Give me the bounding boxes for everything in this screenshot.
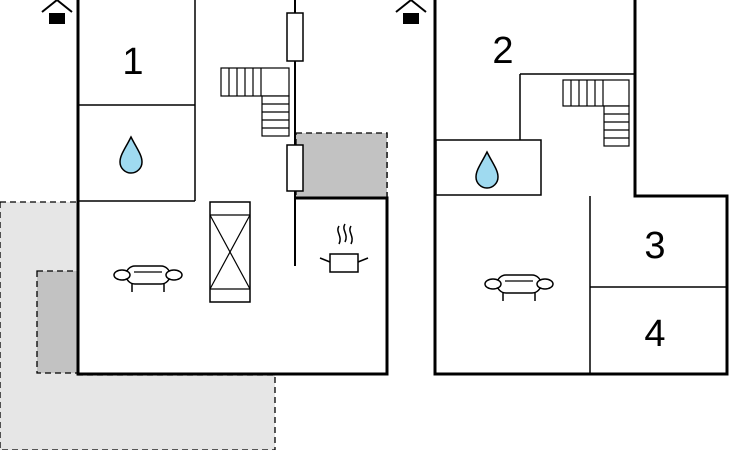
terrace-covered xyxy=(36,270,79,374)
terrace xyxy=(0,201,276,450)
ground-floor xyxy=(76,0,389,376)
room-3-label: 3 xyxy=(644,225,665,267)
cooking-pot-icon xyxy=(319,223,369,273)
stairs-upper xyxy=(562,79,630,147)
house-entrance-icon xyxy=(41,0,73,25)
room-1-label: 1 xyxy=(122,41,143,83)
fireplace-icon xyxy=(209,201,251,303)
stairs xyxy=(220,67,290,137)
room-2-label: 2 xyxy=(492,30,513,72)
upper-floor xyxy=(433,0,729,376)
room-4-label: 4 xyxy=(644,313,665,355)
house-entrance-icon xyxy=(395,0,427,25)
